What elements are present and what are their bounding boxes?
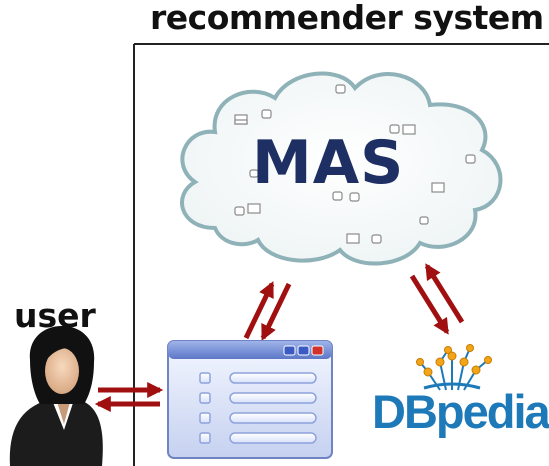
system-title: recommender system [150, 0, 544, 37]
dbpedia-logo-icon [416, 344, 492, 391]
browser-window-icon [167, 340, 333, 459]
arrow-pair-browser-cloud [243, 281, 292, 341]
user-avatar-icon [9, 326, 103, 466]
arrow-pair-cloud-dbpedia [409, 263, 465, 335]
dbpedia-label: DBpedia [372, 385, 549, 438]
arrow-pair-user-browser [94, 381, 164, 413]
cloud-icon [180, 71, 503, 266]
user-label: user [14, 296, 96, 335]
mas-label: MAS [252, 128, 405, 198]
